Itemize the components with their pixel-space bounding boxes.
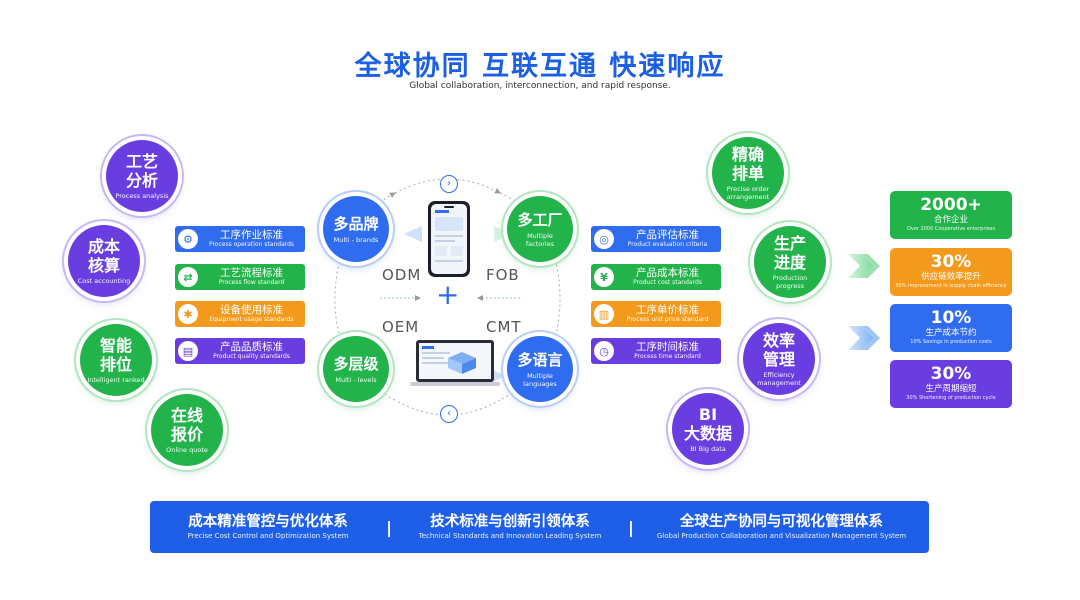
circle-multi-brands: 多品牌 Multi - brands — [323, 196, 389, 262]
document-icon: ▥ — [594, 304, 614, 324]
page-title: 全球协同 互联互通 快速响应 — [354, 51, 726, 82]
circle-intelligent-ranked: 智能 排位 Intelligent ranked — [80, 324, 152, 396]
code-odm: ODM — [382, 266, 422, 284]
laptop-mockup-icon — [410, 340, 500, 386]
stat-production-cycle-shortening: 30% 生产周期缩短 30% Shortening of production … — [890, 360, 1012, 408]
banner-separator: | — [628, 517, 634, 537]
circle-bi-big-data: BI 大数据 BI Big data — [672, 393, 744, 465]
gear-flow-icon: ⚙ — [178, 229, 198, 249]
circle-process-analysis: 工艺 分析 Process analysis — [106, 140, 178, 212]
code-fob: FOB — [486, 266, 520, 284]
circle-online-quote: 在线 报价 Online quote — [151, 394, 223, 466]
banner-item-technical-standards: 技术标准与创新引领体系 Technical Standards and Inno… — [418, 514, 602, 540]
banner-separator: | — [386, 517, 392, 537]
chevron-left-icon: ‹ — [440, 405, 458, 423]
page-subtitle: Global collaboration, interconnection, a… — [409, 81, 671, 91]
phone-mockup-icon — [428, 201, 470, 277]
banner-item-cost-control: 成本精准管控与优化体系 Precise Cost Control and Opt… — [187, 514, 349, 540]
code-cmt: CMT — [486, 318, 522, 336]
settings-icon: ✱ — [178, 304, 198, 324]
circle-production-progress: 生产 进度 Production progress — [754, 226, 826, 298]
target-icon: ◎ — [594, 229, 614, 249]
stat-production-cost-savings: 10% 生产成本节约 10% Savings in production cos… — [890, 304, 1012, 352]
chevron-right-icon: › — [440, 175, 458, 193]
banner-item-global-production: 全球生产协同与可视化管理体系 Global Production Collabo… — [656, 514, 907, 540]
circle-efficiency-management: 效率 管理 Efficiency management — [743, 323, 815, 395]
circle-cost-accounting: 成本 核算 Cost accounting — [68, 225, 140, 297]
money-icon: ¥ — [594, 267, 614, 287]
code-oem: OEM — [382, 318, 420, 336]
system-banner: 成本精准管控与优化体系 Precise Cost Control and Opt… — [150, 501, 929, 553]
circle-precise-order-arrangement: 精确 排单 Precise order arrangement — [712, 137, 784, 209]
stat-cooperative-enterprises: 2000+ 合作企业 Over 2000 Cooperative enterpr… — [890, 191, 1012, 239]
circle-multi-levels: 多层级 Multi - levels — [323, 336, 389, 402]
circle-multiple-factories: 多工厂 Multiple factories — [507, 196, 573, 262]
circle-multiple-languages: 多语言 Multiple languages — [507, 336, 573, 402]
stat-supply-chain-efficiency: 30% 供应链效率提升 30% Improvement in supply ch… — [890, 248, 1012, 296]
flow-chart-icon: ⇄ — [178, 267, 198, 287]
clock-icon: ◷ — [594, 341, 614, 361]
clipboard-icon: ▤ — [178, 341, 198, 361]
plus-icon: + — [436, 278, 460, 311]
